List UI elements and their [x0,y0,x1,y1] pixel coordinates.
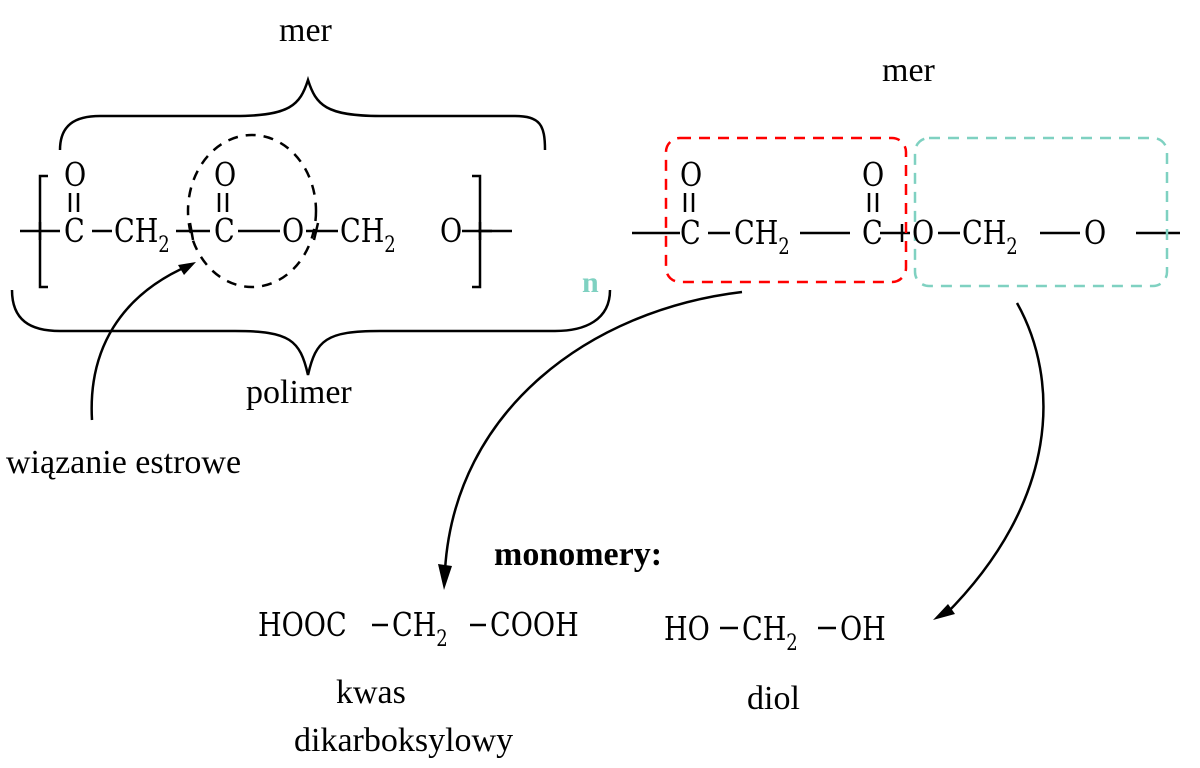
atom-oxygen: O [282,211,305,250]
atom-carbon: C [680,213,701,252]
subscript: 2 [384,233,396,258]
ester-bond-highlight [186,133,318,289]
atom-oxygen: O [1084,213,1107,252]
diol-prefix: HO [664,609,710,648]
mer-label-right: mer [882,52,935,89]
atom-carbon: C [862,213,883,252]
arrowhead [178,262,196,275]
polimer-label: polimer [246,374,352,411]
subscript: 2 [158,233,170,258]
arrowhead [933,604,955,620]
mer-label-left: mer [279,12,332,49]
ch-text: CH [734,213,779,252]
atom-ch2: CH2 [734,213,790,259]
atom-oxygen: O [440,211,463,250]
acid-name-line1: kwas [336,674,406,711]
acid-suffix: COOH [490,605,579,644]
ch-text: CH [340,211,385,250]
subscript: 2 [786,631,798,656]
arrowhead [438,564,452,590]
ester-arrow [90,263,191,421]
atom-carbon: C [64,211,85,250]
mer-brace [58,75,547,151]
atom-oxygen: O [912,213,935,252]
atom-ch2: CH2 [340,211,396,257]
cut-mark [312,222,320,241]
diol-ch2: CH2 [742,609,798,655]
monomers-heading: monomery: [494,536,663,573]
subscript: 2 [1006,235,1018,260]
atom-oxygen: O [862,155,885,194]
ch-text: CH [962,213,1007,252]
acid-name-line2: dikarboksylowy [294,722,514,759]
ch-text: CH [392,605,437,644]
atom-oxygen: O [64,155,87,194]
diol-arrow [944,302,1045,616]
polimer-brace [10,289,612,376]
acid-part-box [664,136,908,284]
atom-oxygen: O [214,155,237,194]
acid-ch2: CH2 [392,605,448,651]
diol-name: diol [747,680,800,717]
ch-text: CH [114,211,159,250]
acid-arrow [443,290,743,571]
atom-oxygen: O [680,155,703,194]
atom-carbon: C [214,211,235,250]
ch-text: CH [742,609,787,648]
repeat-index: n [582,266,599,299]
acid-prefix: HOOC [258,605,347,644]
subscript: 2 [436,627,448,652]
atom-ch2: CH2 [962,213,1018,259]
diol-part-box [913,136,1169,288]
atom-ch2: CH2 [114,211,170,257]
diol-suffix: OH [840,609,886,648]
subscript: 2 [778,235,790,260]
ester-bond-label: wiązanie estrowe [6,444,242,481]
